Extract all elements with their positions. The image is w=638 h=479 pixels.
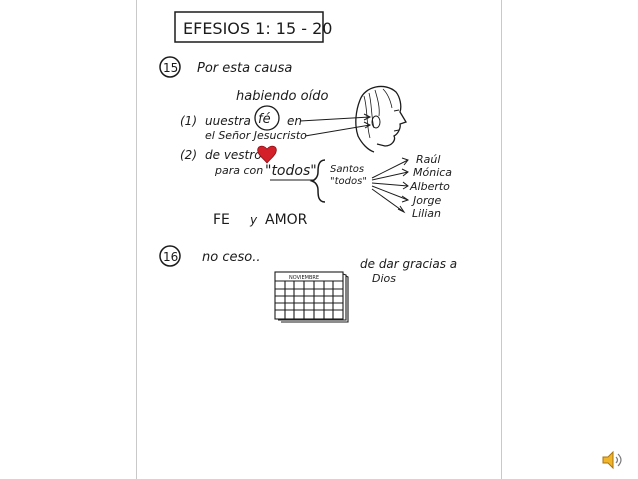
brace-text-1: Santos [330,164,364,175]
item1-text-c: el Señor Jesucristo [205,129,307,142]
verse-16-text: no ceso.. [202,250,260,265]
ear-arrows [299,113,372,137]
verse-15-circle [159,56,181,78]
title-box [174,11,324,43]
page-title: EFESIOS 1: 15 - 20 [183,19,332,38]
item1-fe: fé [258,112,271,127]
name-5: Lilian [412,207,441,220]
notebook-page [136,0,502,479]
calendar-icon [274,271,349,323]
heart-icon [257,145,277,164]
item2-text-a: de vestro [205,148,262,162]
speaker-icon[interactable] [601,450,625,470]
name-3: Alberto [409,180,450,193]
todos-word: "todos" [265,163,317,179]
item1-text-b: en [287,114,302,128]
verse-16-right-1: de dar gracias a [360,257,457,271]
face-icon [355,85,407,153]
name-2: Mónica [413,166,452,179]
item1-text-a: uuestra [205,114,251,128]
item2-number: (2) [180,148,197,162]
name-arrows [371,157,410,214]
name-1: Raúl [416,153,440,166]
verse-16-number: 16 [163,250,178,264]
item1-number: (1) [180,114,197,128]
verse-15-line1: Por esta causa [197,61,292,76]
brace [309,159,326,203]
item2-text-b: para con [214,164,263,177]
name-4: Jorge [411,194,441,207]
summary-fe: FE [213,212,230,228]
summary-y: y [249,213,258,227]
verse-15-number: 15 [163,61,178,75]
fe-circle [254,105,280,131]
calendar-month: NOVIEMBRE [289,275,319,281]
verse-16-right-2: Dios [372,272,396,285]
brace-text-2: "todos" [330,176,367,187]
verse-16-circle [159,245,181,267]
summary-amor: AMOR [265,212,308,228]
verse-15-line2: habiendo oído [236,89,328,104]
